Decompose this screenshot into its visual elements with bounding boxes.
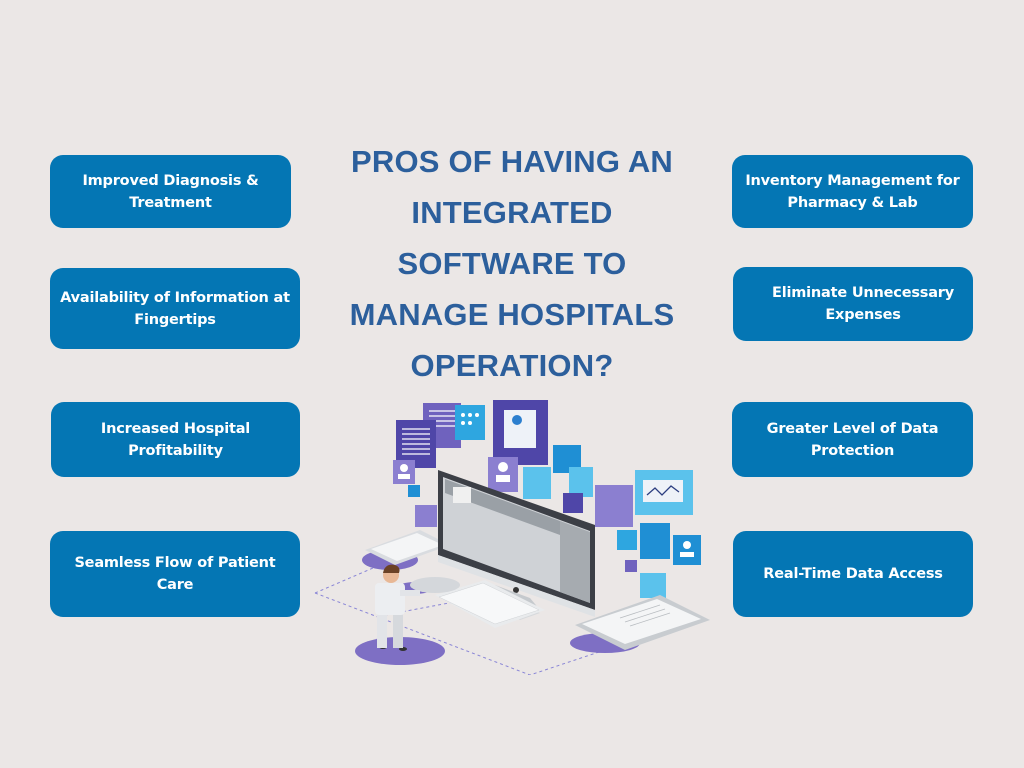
benefit-label: Real-Time Data Access [763, 566, 943, 582]
benefit-seamless-flow: Seamless Flow of Patient Care [50, 531, 300, 617]
benefit-real-time-access: Real-Time Data Access [733, 531, 973, 617]
benefit-inventory-management: Inventory Management for Pharmacy & Lab [732, 155, 973, 228]
title-line-1: PROS OF HAVING AN [350, 144, 674, 179]
benefit-increased-profitability: Increased Hospital Profitability [51, 402, 300, 477]
title-line-2: INTEGRATED [411, 195, 613, 230]
benefit-label: Availability of Information at Fingertip… [60, 289, 290, 328]
title-line-3: SOFTWARE TO [397, 246, 627, 281]
benefit-label: Greater Level of Data Protection [766, 420, 939, 459]
page-title: PROS OF HAVING AN INTEGRATED SOFTWARE TO… [320, 136, 704, 391]
benefit-eliminate-expenses: Eliminate Unnecessary Expenses [733, 267, 973, 341]
benefit-data-protection: Greater Level of Data Protection [732, 402, 973, 477]
hospital-software-illustration-icon [314, 400, 710, 675]
benefit-label: Improved Diagnosis & Treatment [82, 172, 259, 211]
benefit-improved-diagnosis: Improved Diagnosis & Treatment [50, 155, 291, 228]
benefit-label: Increased Hospital Profitability [100, 420, 251, 459]
benefit-availability-of-information: Availability of Information at Fingertip… [50, 268, 300, 349]
title-line-4: MANAGE HOSPITALS [349, 297, 675, 332]
benefit-label: Eliminate Unnecessary Expenses [772, 285, 954, 323]
benefit-label: Seamless Flow of Patient Care [74, 555, 276, 593]
benefit-label: Inventory Management for Pharmacy & Lab [745, 172, 960, 211]
title-line-5: OPERATION? [410, 348, 614, 383]
